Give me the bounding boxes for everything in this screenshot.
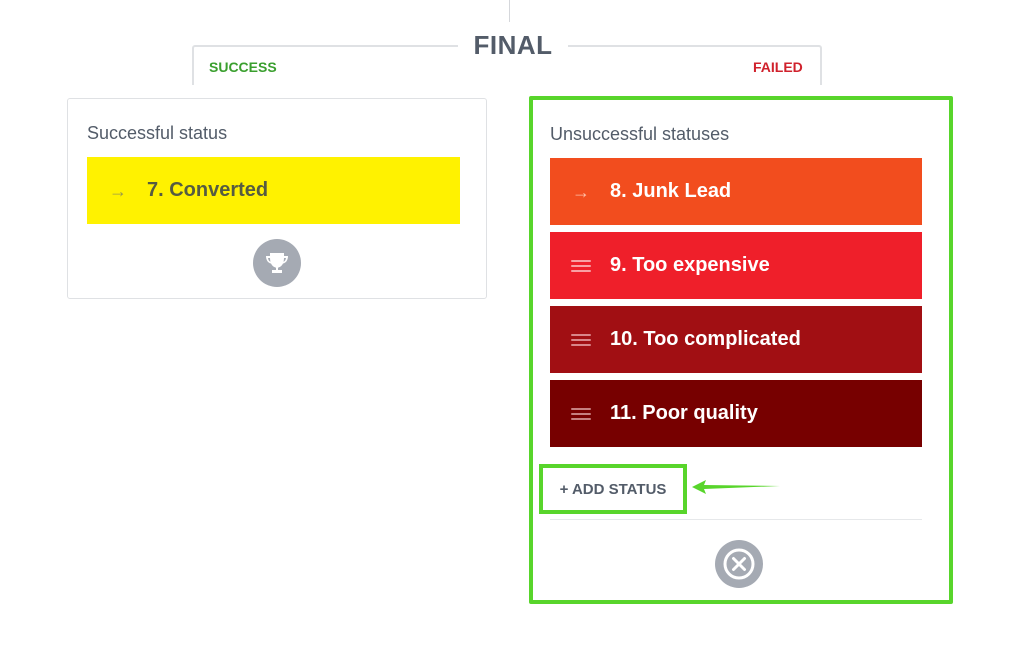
status-item-junk-lead[interactable]: → 8. Junk Lead (550, 158, 922, 225)
status-item-too-expensive[interactable]: 9. Too expensive (550, 232, 922, 299)
arrow-right-icon: → (572, 181, 590, 202)
failed-group-label: FAILED (753, 59, 803, 75)
status-label: 10. Too complicated (610, 328, 801, 350)
successful-status-panel: Successful status → 7. Converted (67, 98, 487, 299)
panel-divider (550, 519, 922, 520)
status-item-poor-quality[interactable]: 11. Poor quality (550, 380, 922, 447)
status-item-too-complicated[interactable]: 10. Too complicated (550, 306, 922, 373)
successful-panel-title: Successful status (87, 123, 228, 143)
final-section-title: FINAL (458, 30, 568, 61)
trophy-button[interactable] (253, 239, 301, 287)
close-circle-icon (723, 548, 755, 580)
status-item-converted[interactable]: → 7. Converted (87, 157, 460, 224)
status-label: 9. Too expensive (610, 254, 770, 276)
success-group-label: SUCCESS (209, 59, 277, 75)
unsuccessful-panel-title: Unsuccessful statuses (550, 124, 730, 144)
top-connector-line (509, 0, 510, 22)
drag-handle-icon[interactable] (570, 333, 592, 347)
close-button[interactable] (715, 540, 763, 588)
add-status-button[interactable]: + ADD STATUS (539, 464, 687, 514)
unsuccessful-statuses-panel: Unsuccessful statuses → 8. Junk Lead 9. … (529, 96, 953, 604)
drag-handle-icon[interactable] (570, 407, 592, 421)
status-label: 7. Converted (147, 179, 269, 201)
drag-handle-icon[interactable] (570, 259, 592, 273)
status-label: 8. Junk Lead (610, 180, 732, 202)
arrow-right-icon: → (109, 180, 127, 201)
trophy-icon (266, 253, 288, 273)
annotation-arrow-icon (692, 480, 780, 494)
status-label: 11. Poor quality (610, 402, 758, 424)
